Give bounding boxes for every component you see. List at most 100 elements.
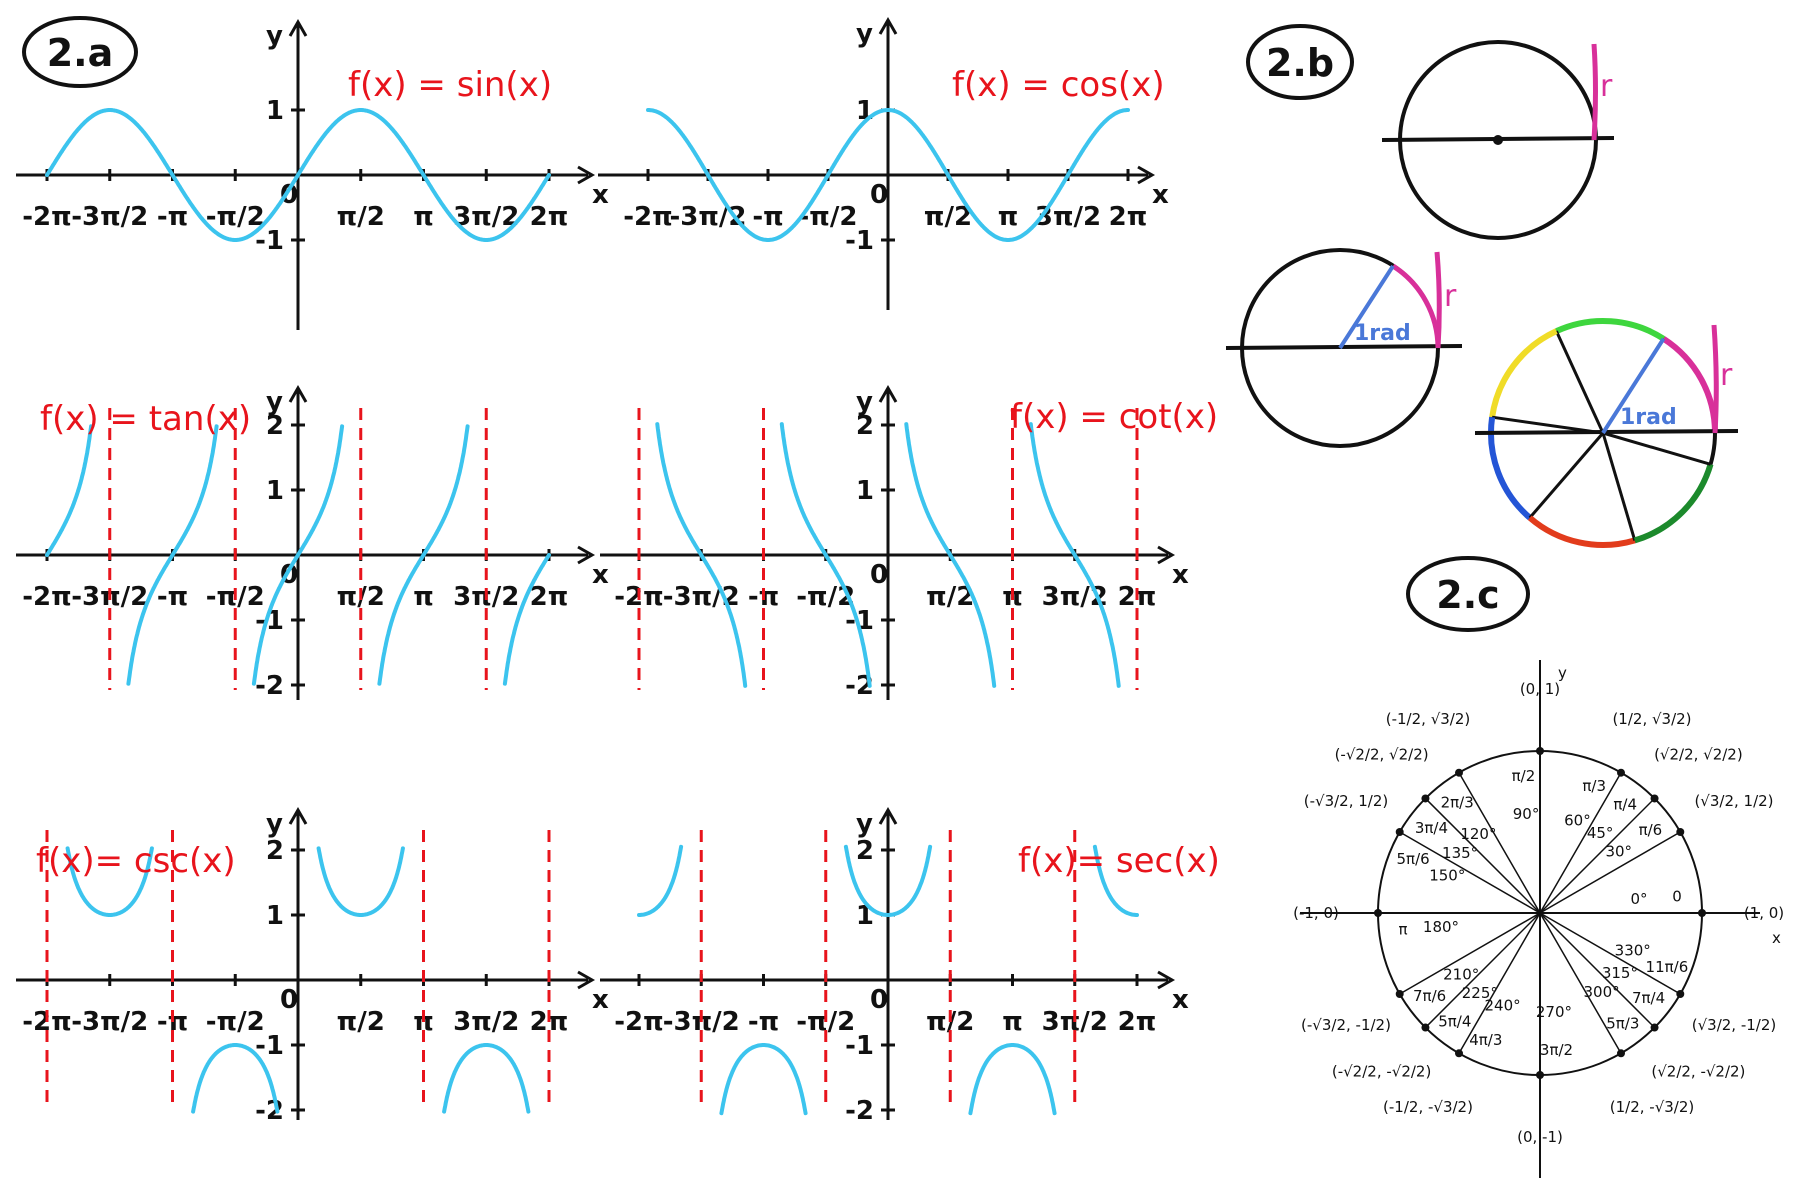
sec-ytick-1: 1	[856, 901, 874, 931]
radian-arc-1	[1555, 318, 1666, 342]
unit-coord-13: (1/2, -√3/2)	[1610, 1098, 1695, 1116]
unit-point-2	[1650, 794, 1659, 803]
unit-deg-15: 330°	[1615, 941, 1651, 959]
unit-deg-13: 300°	[1584, 983, 1620, 1001]
sec-xtick-2: -π	[748, 1007, 779, 1037]
unit-point-11	[1455, 1049, 1463, 1058]
sin-curve-0	[45, 108, 551, 242]
unit-deg-4: 90°	[1513, 805, 1540, 823]
unit-coord-10: (-√2/2, -√2/2)	[1332, 1062, 1431, 1080]
radian-arc-2	[1489, 328, 1558, 418]
tan-ytick-3: -2	[255, 671, 284, 701]
radius-label-1: r	[1600, 69, 1613, 104]
badge-2b: 2.b	[1246, 24, 1354, 100]
sec-curve-4	[1092, 844, 1139, 917]
sec-curve-2	[843, 844, 933, 917]
sin-x-arrow	[577, 165, 596, 185]
csc-xtick-3: -π/2	[206, 1007, 265, 1037]
unit-point-6	[1421, 794, 1430, 803]
unit-deg-11: 240°	[1485, 997, 1521, 1015]
unit-deg-8: 180°	[1423, 918, 1459, 936]
sin-xtick-2: -π	[157, 202, 188, 232]
unit-rad-7: 5π/6	[1397, 850, 1430, 868]
unit-spoke-1	[1539, 831, 1681, 914]
tan-xtick-5: π	[413, 582, 434, 612]
cot-curve-1	[779, 422, 872, 688]
radius-label-2: r	[1444, 279, 1457, 314]
unit-deg-1: 30°	[1605, 842, 1632, 860]
csc-curve-0	[65, 846, 154, 917]
cos-xtick-0: -2π	[623, 202, 672, 232]
unit-point-12	[1536, 1071, 1544, 1079]
cos-xtick-5: π	[998, 202, 1019, 232]
sec-curve-3	[968, 1043, 1057, 1116]
sec-ytick-2: -1	[845, 1031, 874, 1061]
sec-curve-1	[719, 1043, 808, 1116]
sec-xtick-7: 2π	[1118, 1007, 1157, 1037]
unit-spoke-15	[1539, 912, 1681, 995]
unit-deg-12: 270°	[1536, 1003, 1572, 1021]
tan-curve-1	[126, 424, 219, 686]
cos-xtick-6: 3π/2	[1035, 202, 1101, 232]
cos-ytick-1: -1	[845, 226, 874, 256]
unit-coord-0: (1, 0)	[1744, 904, 1784, 922]
cos-y-arrow	[878, 16, 898, 35]
unit-coord-15: (√3/2, -1/2)	[1692, 1016, 1777, 1034]
unit-rad-5: 2π/3	[1441, 794, 1474, 812]
unit-deg-5: 120°	[1460, 825, 1496, 843]
sec-ytick-3: -2	[845, 1096, 874, 1126]
radius-label-3: r	[1720, 358, 1733, 393]
unit-rad-0: 0	[1672, 887, 1682, 905]
csc-x-arrow	[577, 970, 596, 990]
unit-point-9	[1395, 990, 1404, 998]
sin-ytick-0: 1	[266, 96, 284, 126]
unit-deg-10: 225°	[1462, 984, 1498, 1002]
unit-point-8	[1374, 909, 1382, 917]
tan-origin: 0	[280, 560, 298, 590]
tan-title: f(x) = tan(x)	[40, 399, 251, 439]
unit-deg-14: 315°	[1602, 964, 1638, 982]
radian-circle-2: r 1rad	[1225, 248, 1463, 448]
cos-xtick-2: -π	[752, 202, 783, 232]
unit-circle: xy(1, 0)00°(√3/2, 1/2)π/630°(√2/2, √2/2)…	[1293, 660, 1784, 1178]
unit-rad-14: 7π/4	[1632, 989, 1665, 1007]
rad-label-2: 1rad	[1354, 321, 1411, 346]
cos-curve-0	[646, 108, 1130, 242]
sin-xtick-1: -3π/2	[71, 202, 148, 232]
sec-title: f(x)= sec(x)	[1018, 841, 1220, 881]
csc-ytick-2: -1	[255, 1031, 284, 1061]
unit-coord-12: (0, -1)	[1517, 1128, 1563, 1146]
radian-circle-3-r-line	[1711, 324, 1719, 434]
csc-xtick-4: π/2	[337, 1007, 385, 1037]
sec-x-label: x	[1172, 985, 1189, 1015]
unit-spoke-2	[1539, 797, 1656, 914]
unit-deg-7: 150°	[1429, 867, 1465, 885]
unit-rad-3: π/3	[1582, 777, 1606, 795]
unit-rad-2: π/4	[1613, 795, 1637, 813]
sin-title: f(x) = sin(x)	[348, 65, 552, 105]
csc-ytick-3: -2	[255, 1096, 284, 1126]
unit-coord-11: (-1/2, -√3/2)	[1383, 1098, 1473, 1116]
csc-title: f(x)= csc(x)	[36, 841, 236, 881]
sin-xtick-3: -π/2	[206, 202, 265, 232]
unit-spoke-6	[1424, 797, 1541, 914]
cos-origin: 0	[870, 180, 888, 210]
sin-y-label: y	[266, 21, 283, 51]
cos-x-label: x	[1152, 180, 1169, 210]
cos-xtick-4: π/2	[924, 202, 972, 232]
unit-circle-x-label: x	[1772, 929, 1781, 947]
unit-coord-7: (-√3/2, 1/2)	[1304, 792, 1389, 810]
tan-y-arrow	[288, 384, 308, 403]
unit-point-15	[1676, 990, 1685, 998]
unit-circle-y-label: y	[1558, 664, 1567, 682]
sec-xtick-0: -2π	[614, 1007, 663, 1037]
unit-point-7	[1395, 828, 1404, 836]
unit-coord-5: (-1/2, √3/2)	[1386, 710, 1471, 728]
cos-x-arrow	[1137, 165, 1156, 185]
unit-point-0	[1698, 909, 1706, 917]
csc-y-label: y	[266, 809, 283, 839]
